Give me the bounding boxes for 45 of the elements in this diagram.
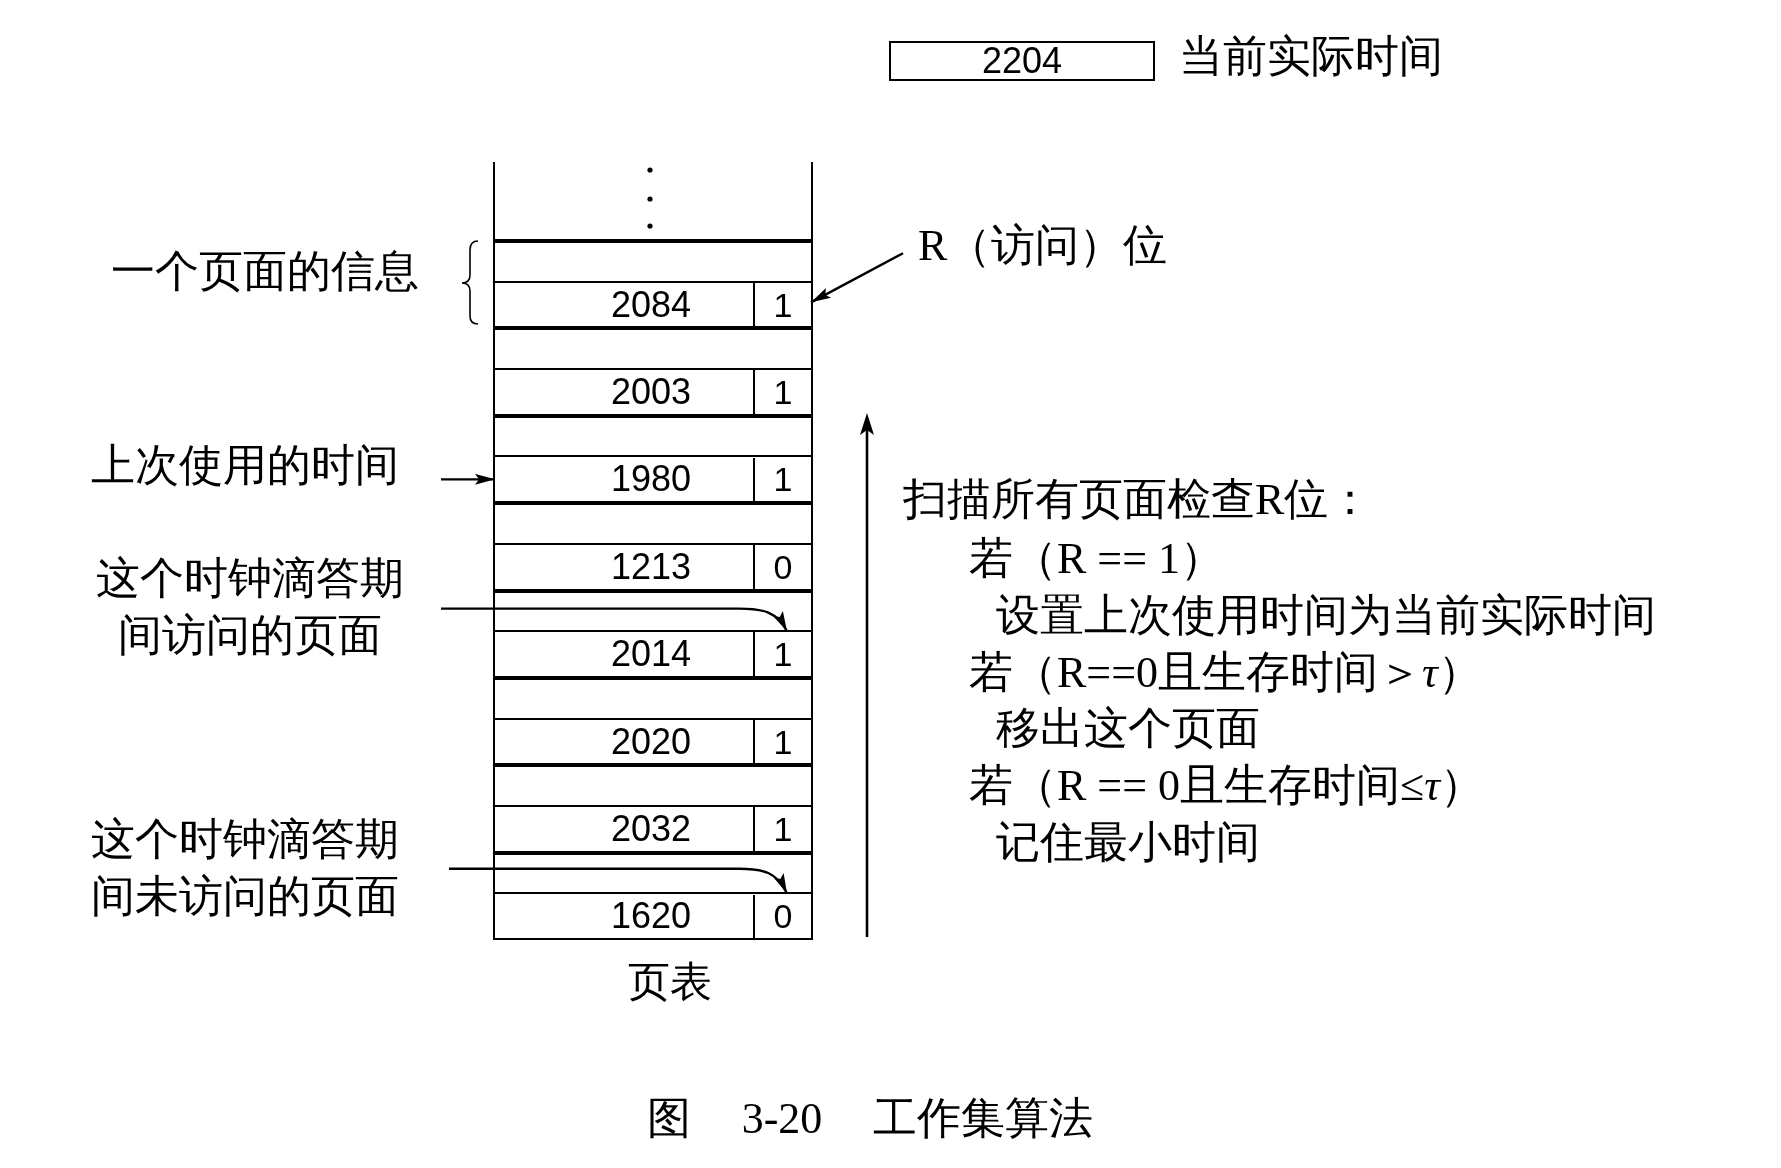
- pseudocode-line: 移出这个页面: [996, 703, 1260, 755]
- empty-row: [495, 413, 811, 458]
- time-cell: 1213: [495, 544, 755, 589]
- annotation-text: 这个时钟滴答期间访问的页面: [91, 550, 441, 664]
- pseudocode-line: 扫描所有页面检查R位：: [903, 474, 1373, 526]
- r-bit-cell: 1: [755, 457, 811, 502]
- empty-row: [495, 588, 811, 633]
- r-bit-cell: 1: [755, 807, 811, 851]
- r-bit-cell: 1: [755, 370, 811, 414]
- annotation-text: 这个时钟滴答期间未访问的页面: [91, 811, 449, 925]
- empty-row: [495, 850, 811, 895]
- pseudocode-line: 若（R == 1）: [969, 533, 1224, 585]
- arrow: [810, 252, 904, 304]
- time-cell: 2003: [495, 370, 755, 414]
- time-cell: 2084: [495, 282, 755, 327]
- caption-text: 页表: [628, 958, 712, 1007]
- time-cell: 1980: [495, 457, 755, 502]
- empty-row: [495, 501, 811, 545]
- pseudocode-line: 若（R==0且生存时间＞τ）: [969, 647, 1482, 699]
- r-bit-cell: 1: [755, 719, 811, 764]
- r-bit-cell: 1: [755, 282, 811, 327]
- time-cell: 2032: [495, 807, 755, 851]
- empty-row: [495, 239, 811, 283]
- annotation-text: R（访问）位: [903, 222, 1203, 270]
- caption-text: 当前实际时间: [1179, 31, 1443, 83]
- empty-row: [495, 676, 811, 720]
- pseudocode-line: 设置上次使用时间为当前实际时间: [996, 590, 1656, 642]
- figure-caption: 图 3-20 工作集算法: [646, 1093, 1094, 1145]
- arrow: [441, 607, 789, 632]
- page-table: [493, 162, 813, 940]
- time-cell: 2020: [495, 719, 755, 764]
- pseudocode-line: 若（R == 0且生存时间≤τ）: [969, 760, 1484, 812]
- time-display-box: 2204: [889, 41, 1155, 81]
- r-bit-cell: 0: [755, 544, 811, 589]
- arrow: [441, 473, 495, 485]
- empty-row: [495, 763, 811, 808]
- arrow: [449, 867, 789, 895]
- time-cell: 2014: [495, 632, 755, 676]
- annotation-text: 上次使用的时间: [91, 439, 441, 493]
- time-cell: 1620: [495, 894, 755, 939]
- r-bit-cell: 0: [755, 894, 811, 939]
- pseudocode-line: 记住最小时间: [996, 817, 1260, 869]
- annotation-text: 一个页面的信息: [111, 246, 419, 298]
- empty-row: [495, 326, 811, 371]
- r-bit-cell: 1: [755, 632, 811, 676]
